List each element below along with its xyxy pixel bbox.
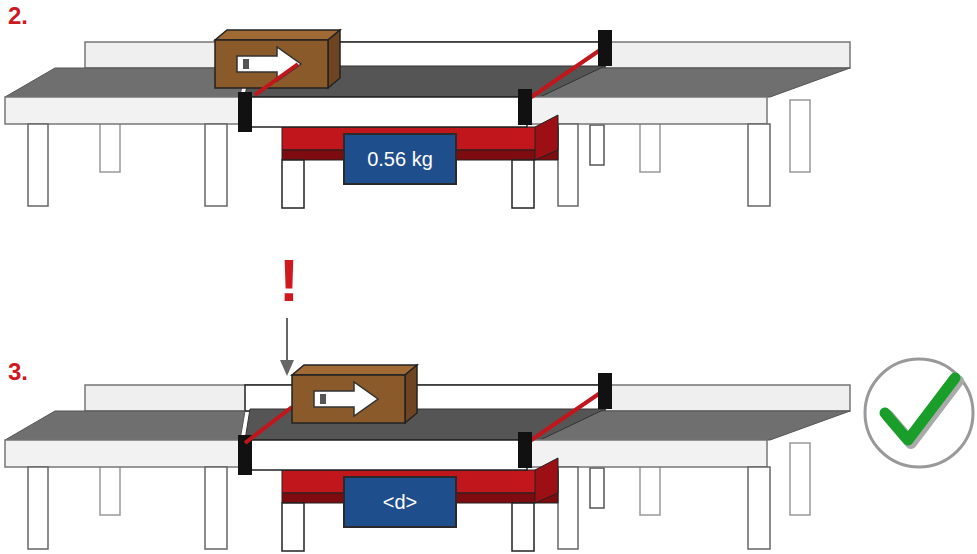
display-reading: <d>	[383, 491, 417, 514]
step-number: 2.	[8, 2, 28, 30]
scale-display: 0.56 kg	[343, 133, 457, 185]
step-number: 3.	[8, 358, 28, 386]
display-reading: 0.56 kg	[367, 148, 433, 171]
scale-display: <d>	[343, 476, 457, 528]
alert-mark: !	[279, 246, 299, 315]
